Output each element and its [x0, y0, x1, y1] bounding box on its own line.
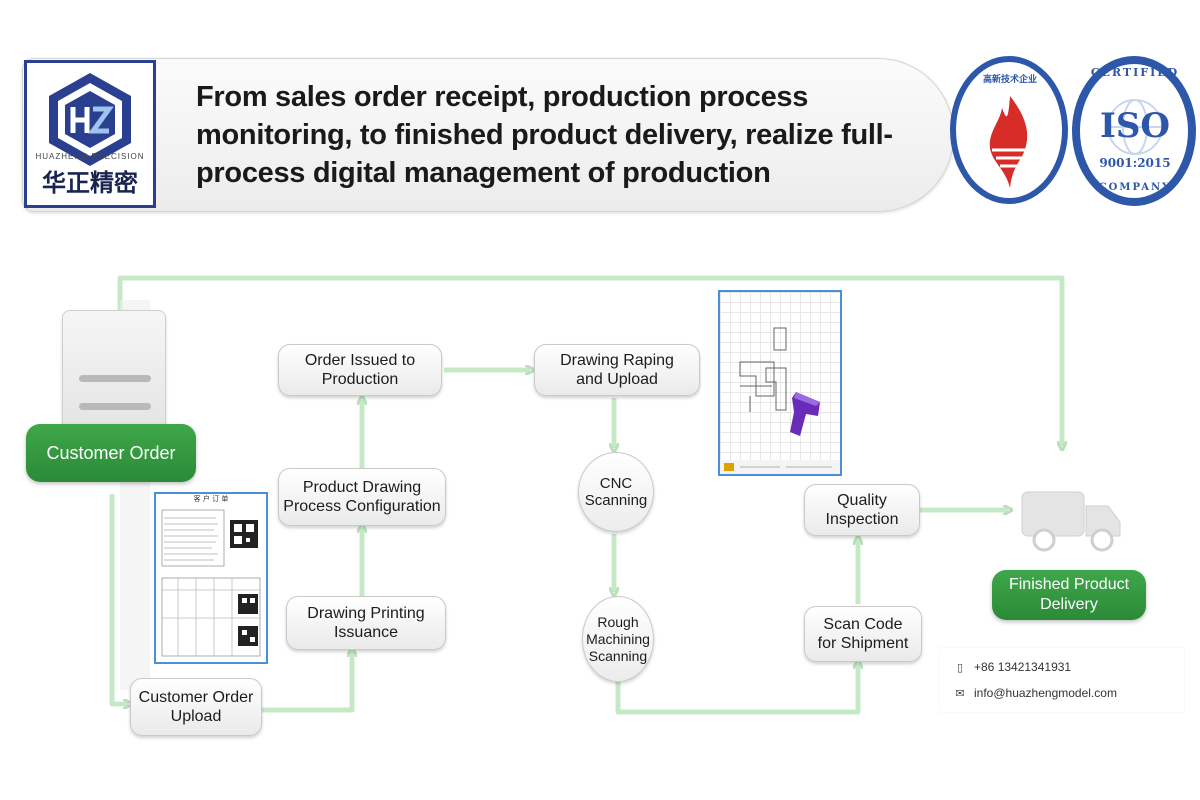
contact-email-row: ✉ info@huazhengmodel.com [954, 686, 1117, 700]
finished-product-delivery-node[interactable]: Finished Product Delivery [992, 570, 1146, 620]
phone-icon: ▯ [956, 661, 964, 674]
company-logo [24, 60, 156, 208]
cnc-scanning-node[interactable]: CNC Scanning [578, 452, 654, 532]
delivery-truck-icon [1021, 491, 1121, 552]
globe-icon [1107, 99, 1163, 155]
drawing-printing-issuance-node[interactable]: Drawing Printing Issuance [286, 596, 446, 650]
seal-text: 高新技术企业 [982, 75, 1037, 85]
iso-certificate-badge [1072, 56, 1196, 206]
page-headline: From sales order receipt, production pro… [196, 81, 893, 189]
logo-chinese-text: 华正精密 [42, 169, 138, 197]
cad-drawing-thumbnail [718, 290, 842, 476]
order-form-thumbnail [154, 492, 268, 664]
header-banner [22, 58, 954, 212]
customer-order-node[interactable]: Customer Order [26, 424, 196, 482]
order-form-title: 客 户 订 单 [193, 495, 229, 503]
iso-company-text: COMPANY [1098, 182, 1172, 193]
contact-phone-row: ▯ +86 13421341931 [954, 660, 1071, 674]
cad-drawing-icon [720, 327, 840, 474]
contact-phone[interactable]: +86 13421341931 [974, 660, 1072, 674]
order-issued-to-production-node[interactable]: Order Issued to Production [278, 344, 442, 396]
mail-icon: ✉ [955, 687, 965, 700]
drawing-raping-upload-node[interactable]: Drawing Raping and Upload [534, 344, 700, 396]
iso-standard-text: 9001:2015 [1099, 156, 1171, 170]
product-drawing-process-configuration-node[interactable]: Product Drawing Process Configuration [278, 468, 446, 526]
hexagon-logo-icon [49, 73, 131, 166]
customer-order-upload-node[interactable]: Customer Order Upload [130, 678, 262, 736]
rough-machining-scanning-node[interactable]: Rough Machining Scanning [582, 596, 654, 682]
iso-mark: ISO [1099, 106, 1171, 146]
flame-emblem-icon [989, 96, 1028, 188]
order-form-sheet-icon [161, 509, 261, 657]
logo-english-text: HUAZHENG PRECISION [35, 152, 145, 161]
contact-email[interactable]: info@huazhengmodel.com [974, 686, 1117, 700]
quality-inspection-node[interactable]: Quality Inspection [804, 484, 920, 536]
contact-card: ▯ +86 13421341931 ✉ info@huazhengmodel.c… [940, 648, 1184, 712]
scan-code-for-shipment-node[interactable]: Scan Code for Shipment [804, 606, 922, 662]
iso-certified-text: CERTIFIED [1090, 66, 1180, 79]
